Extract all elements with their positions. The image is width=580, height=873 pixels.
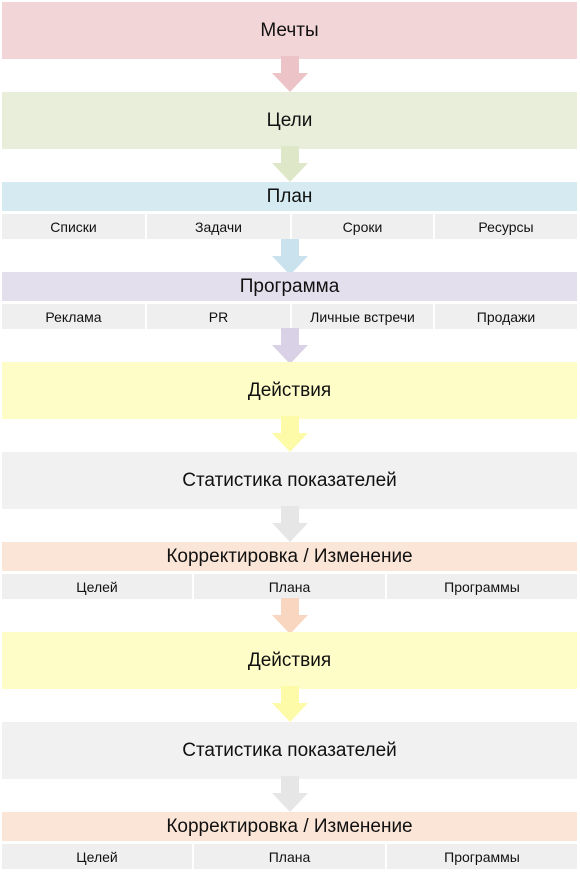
plan-item-label: Сроки: [342, 218, 383, 235]
plan-label: План: [266, 185, 313, 207]
correction-item-goals: Целей: [2, 844, 192, 869]
actions-box: Действия: [2, 362, 577, 419]
correction-item-label: Программы: [444, 848, 520, 865]
plan-item-lists: Списки: [2, 214, 145, 239]
arrow-down-icon: [272, 506, 308, 542]
correction-item-goals: Целей: [2, 574, 192, 599]
plan-item-label: Задачи: [194, 218, 242, 235]
arrow-down-icon: [272, 56, 308, 92]
program-item-label: Реклама: [45, 308, 102, 325]
correction-item-program: Программы: [387, 574, 577, 599]
goals-label: Цели: [266, 109, 313, 131]
program-item-label: Продажи: [476, 308, 536, 325]
correction-item-program: Программы: [387, 844, 577, 869]
plan-box: План: [2, 182, 577, 211]
correction-item-label: Целей: [76, 578, 118, 595]
program-item-label: Личные встречи: [310, 308, 415, 325]
arrow-down-icon: [272, 686, 308, 722]
plan-item-tasks: Задачи: [147, 214, 290, 239]
program-item-label: PR: [208, 308, 229, 325]
arrow-down-icon: [272, 328, 308, 364]
plan-item-deadlines: Сроки: [292, 214, 433, 239]
program-item-meetings: Личные встречи: [292, 304, 433, 329]
stats-label: Статистика показателей: [182, 469, 397, 491]
correction-item-label: Программы: [444, 578, 520, 595]
program-item-advertising: Реклама: [2, 304, 145, 329]
stats-box: Статистика показателей: [2, 452, 577, 509]
plan-item-label: Ресурсы: [478, 218, 534, 235]
arrow-down-icon: [272, 598, 308, 634]
program-item-pr: PR: [147, 304, 290, 329]
correction-item-plan: Плана: [194, 574, 385, 599]
stats-box: Статистика показателей: [2, 722, 577, 779]
goals-box: Цели: [2, 92, 577, 149]
correction-item-label: Плана: [268, 848, 311, 865]
program-box: Программа: [2, 272, 577, 301]
correction-label: Корректировка / Изменение: [166, 815, 413, 837]
arrow-down-icon: [272, 416, 308, 452]
program-item-sales: Продажи: [435, 304, 577, 329]
program-label: Программа: [239, 275, 340, 297]
correction-item-plan: Плана: [194, 844, 385, 869]
stats-label: Статистика показателей: [182, 739, 397, 761]
dreams-label: Мечты: [260, 19, 319, 41]
arrow-down-icon: [272, 239, 308, 275]
correction-label: Корректировка / Изменение: [166, 545, 413, 567]
plan-item-label: Списки: [50, 218, 97, 235]
arrow-down-icon: [272, 776, 308, 812]
correction-item-label: Плана: [268, 578, 311, 595]
arrow-down-icon: [272, 146, 308, 182]
correction-box: Корректировка / Изменение: [2, 812, 577, 841]
actions-label: Действия: [247, 379, 332, 401]
actions-label: Действия: [247, 649, 332, 671]
actions-box: Действия: [2, 632, 577, 689]
plan-item-resources: Ресурсы: [435, 214, 577, 239]
correction-item-label: Целей: [76, 848, 118, 865]
dreams-box: Мечты: [2, 2, 577, 59]
correction-box: Корректировка / Изменение: [2, 542, 577, 571]
